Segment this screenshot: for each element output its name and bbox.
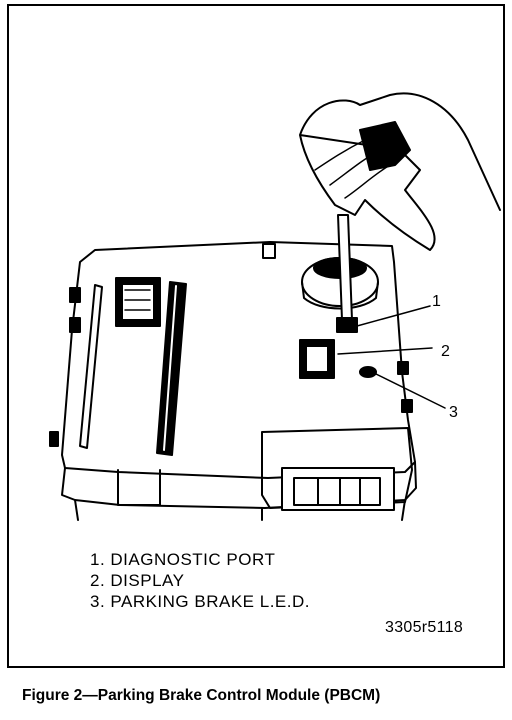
reference-code: 3305r5118 bbox=[385, 619, 464, 636]
figure-caption: Figure 2—Parking Brake Control Module (P… bbox=[22, 687, 381, 704]
left-rail bbox=[79, 284, 103, 449]
screwdriver-shaft bbox=[337, 214, 353, 321]
module-top-surface bbox=[61, 241, 416, 479]
callout-2: 2 bbox=[441, 343, 450, 360]
connector-housing bbox=[261, 427, 413, 509]
center-rail bbox=[156, 281, 187, 456]
module-side bbox=[61, 461, 417, 509]
legend: 1. DIAGNOSTIC PORT 2. DISPLAY 3. PARKING… bbox=[90, 549, 310, 612]
led-dot bbox=[359, 366, 377, 378]
leader-line-3 bbox=[375, 373, 446, 409]
hand bbox=[299, 92, 501, 251]
figure-frame bbox=[7, 4, 505, 668]
legend-item-display: 2. DISPLAY bbox=[90, 571, 185, 590]
leader-line-2 bbox=[337, 347, 433, 355]
leader-line-1 bbox=[356, 305, 431, 327]
legend-item-parking-brake-led: 3. PARKING BRAKE L.E.D. bbox=[90, 592, 310, 611]
callout-1: 1 bbox=[432, 293, 441, 310]
callout-3: 3 bbox=[449, 404, 458, 421]
legend-item-diagnostic-port: 1. DIAGNOSTIC PORT bbox=[90, 550, 276, 569]
